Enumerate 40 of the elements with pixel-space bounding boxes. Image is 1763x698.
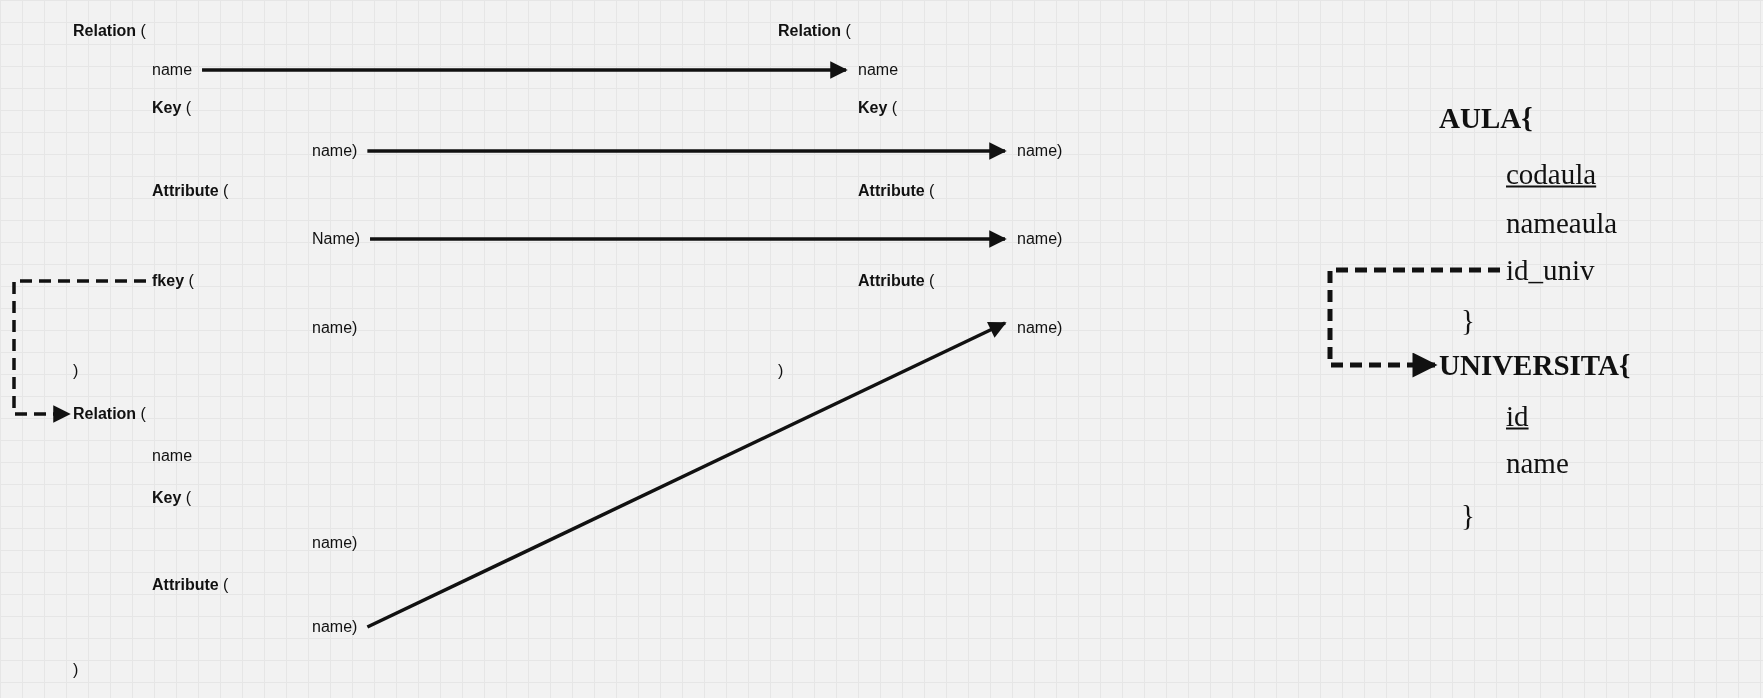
table-name-heading: UNIVERSITA{ bbox=[1439, 348, 1631, 382]
fkey-keyword: fkey ( bbox=[152, 272, 194, 290]
field-name-text: name) bbox=[312, 618, 358, 636]
arrow bbox=[370, 230, 1007, 248]
dashed-arrow bbox=[12, 279, 146, 423]
primary-key-text: id bbox=[1506, 399, 1529, 433]
closing-parenthesis: ) bbox=[778, 362, 784, 380]
attribute-keyword: Attribute ( bbox=[858, 182, 935, 200]
arrow bbox=[367, 142, 1007, 160]
primary-key-text: codaula bbox=[1506, 157, 1597, 191]
attribute-keyword: Attribute ( bbox=[152, 576, 229, 594]
arrow bbox=[366, 321, 1007, 629]
closing-brace: } bbox=[1461, 303, 1475, 337]
dashed-arrow bbox=[1327, 267, 1500, 378]
key-keyword: Key ( bbox=[858, 99, 898, 117]
field-name-text: name) bbox=[312, 319, 358, 337]
field-name-text: name) bbox=[312, 534, 358, 552]
field-name-text: name bbox=[152, 447, 193, 465]
field-name-text: name) bbox=[1017, 142, 1063, 160]
relation-keyword: Relation ( bbox=[73, 405, 146, 423]
key-keyword: Key ( bbox=[152, 489, 192, 507]
attribute-name-text: id_univ bbox=[1506, 253, 1595, 287]
field-name-text: name bbox=[858, 61, 899, 79]
key-keyword: Key ( bbox=[152, 99, 192, 117]
attribute-keyword: Attribute ( bbox=[858, 272, 935, 290]
field-name-text: name) bbox=[1017, 319, 1063, 337]
field-name-text: name) bbox=[312, 142, 358, 160]
relation-keyword: Relation ( bbox=[778, 22, 851, 40]
closing-brace: } bbox=[1461, 498, 1475, 532]
arrow bbox=[202, 61, 848, 79]
attribute-name-text: name bbox=[1506, 446, 1569, 480]
table-name-heading: AULA{ bbox=[1439, 101, 1533, 135]
attribute-name-text: nameaula bbox=[1506, 206, 1618, 240]
field-name-text: Name) bbox=[312, 230, 360, 248]
closing-parenthesis: ) bbox=[73, 661, 79, 679]
closing-parenthesis: ) bbox=[73, 362, 79, 380]
attribute-keyword: Attribute ( bbox=[152, 182, 229, 200]
field-name-text: name bbox=[152, 61, 193, 79]
field-name-text: name) bbox=[1017, 230, 1063, 248]
relation-keyword: Relation ( bbox=[73, 22, 146, 40]
